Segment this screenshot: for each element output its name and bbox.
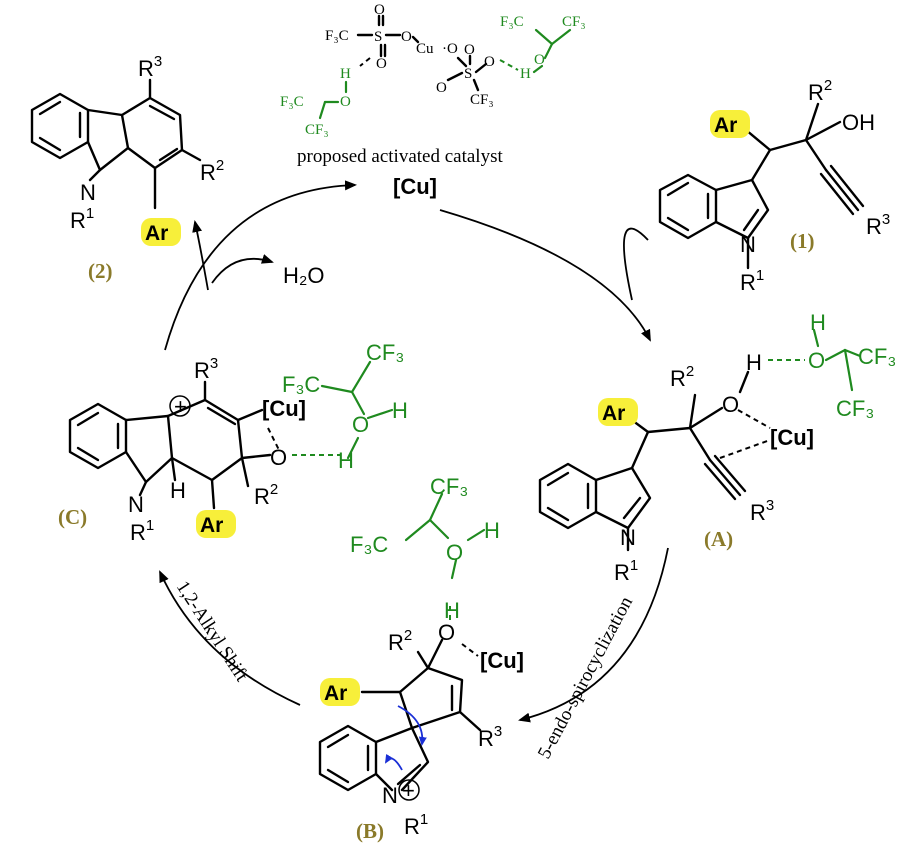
svg-text:N: N	[620, 525, 636, 550]
svg-text:CF₃: CF₃	[470, 92, 494, 108]
label-C: (C)	[58, 505, 87, 529]
svg-text:O: O	[808, 348, 825, 373]
svg-text:R3: R3	[478, 723, 502, 751]
label-B: (B)	[356, 819, 384, 843]
svg-text:[Cu]: [Cu]	[480, 648, 524, 673]
arrow-catalyst-to-A	[439, 209, 651, 342]
svg-text:F₃C: F₃C	[280, 94, 304, 110]
intermediate-C: + R3 [Cu] O H R2 H N R1 Ar (C) O H F₃C C…	[58, 340, 408, 545]
svg-text:O: O	[436, 80, 447, 96]
arrow-water-release	[211, 254, 274, 284]
svg-text:H: H	[170, 478, 186, 503]
arrow-A-to-B	[518, 547, 669, 723]
svg-text:H: H	[392, 398, 408, 423]
aryl-highlight	[141, 218, 181, 246]
electron-arrow-1	[397, 705, 427, 746]
svg-text:O: O	[401, 29, 412, 45]
svg-text:R1: R1	[130, 517, 154, 545]
arrow-B-to-C	[159, 570, 301, 706]
svg-text:CF₃: CF₃	[562, 14, 586, 30]
svg-text:R3: R3	[866, 211, 890, 239]
svg-text:O: O	[534, 52, 545, 68]
svg-text:Ar: Ar	[324, 682, 347, 705]
svg-text:F₃C: F₃C	[350, 532, 388, 557]
svg-text:O: O	[484, 54, 495, 70]
svg-text:R1: R1	[614, 557, 638, 585]
alkyl-shift-label: 1,2-Alkyl Shift	[172, 577, 253, 686]
catalyst-caption: proposed activated catalyst	[297, 146, 503, 167]
svg-text:O: O	[374, 2, 385, 18]
svg-text:R2: R2	[808, 77, 832, 105]
electron-arrow-2	[384, 753, 403, 771]
spirocyclization-label: 5-endo-spirocyclization	[534, 593, 637, 763]
svg-text:H: H	[810, 310, 826, 335]
water-byproduct: H₂O	[283, 263, 325, 288]
svg-text:R2: R2	[200, 157, 224, 185]
svg-text:R2: R2	[388, 627, 412, 655]
svg-text:R1: R1	[740, 267, 764, 295]
svg-text:O: O	[340, 94, 351, 110]
svg-text:Ar: Ar	[714, 114, 737, 137]
svg-text:N: N	[740, 232, 756, 257]
svg-text:F₃C: F₃C	[500, 14, 524, 30]
activated-catalyst: F₃C S O O O Cu ·O S O O CF₃ O H O F₃C CF…	[280, 2, 586, 199]
svg-text:S: S	[374, 29, 382, 45]
svg-text:O: O	[446, 540, 463, 565]
svg-text:CF₃: CF₃	[836, 396, 874, 421]
substrate-1: Ar R2 OH R3 N R1 (1)	[658, 77, 890, 295]
svg-text:N: N	[80, 180, 96, 205]
svg-text:N: N	[382, 783, 398, 808]
svg-text:H: H	[444, 598, 460, 623]
svg-text:O: O	[352, 412, 369, 437]
label-1: (1)	[790, 229, 815, 253]
svg-text:·O: ·O	[442, 41, 458, 57]
intermediate-A: Ar R2 O H [Cu] R3 N R1 (A) O H CF₃ CF₃	[538, 310, 896, 585]
svg-text:O: O	[464, 42, 475, 58]
svg-text:R3: R3	[750, 497, 774, 525]
svg-text:Ar: Ar	[200, 514, 223, 537]
svg-text:F₃C: F₃C	[282, 372, 320, 397]
svg-text:CF₃: CF₃	[305, 122, 329, 138]
svg-text:R1: R1	[70, 205, 94, 233]
arrow-to-product	[192, 220, 209, 291]
svg-text:CF₃: CF₃	[858, 344, 896, 369]
svg-text:OH: OH	[842, 110, 875, 135]
svg-text:CF₃: CF₃	[366, 340, 404, 365]
intermediate-B: R2 O H [Cu] R3 N + R1 Ar (B) O H F₃C CF₃	[318, 474, 524, 843]
svg-text:R2: R2	[670, 363, 694, 391]
svg-text:Ar: Ar	[145, 222, 168, 245]
svg-text:R3: R3	[138, 53, 162, 81]
label-A: (A)	[704, 527, 733, 551]
svg-text:+: +	[402, 778, 415, 803]
svg-text:O: O	[722, 392, 739, 417]
svg-text:H: H	[340, 66, 351, 82]
label-2: (2)	[88, 259, 113, 283]
svg-text:R2: R2	[254, 481, 278, 509]
svg-text:O: O	[438, 620, 455, 645]
copper-center: Cu	[416, 41, 434, 57]
arrow-C-to-catalyst	[164, 180, 357, 351]
svg-text:O: O	[376, 56, 387, 72]
svg-text:R3: R3	[194, 355, 218, 383]
cycle-arrows	[159, 180, 669, 723]
catalyst-cu-label: [Cu]	[393, 174, 437, 199]
svg-text:S: S	[464, 66, 472, 82]
svg-text:Ar: Ar	[602, 402, 625, 425]
svg-text:O: O	[270, 445, 287, 470]
svg-text:[Cu]: [Cu]	[262, 396, 306, 421]
product-2: R3 R2 N R1 Ar (2)	[30, 53, 224, 283]
svg-text:H: H	[746, 350, 762, 375]
svg-text:H: H	[520, 66, 531, 82]
triflate-f3c: F₃C	[325, 28, 349, 44]
svg-text:[Cu]: [Cu]	[770, 425, 814, 450]
svg-text:N: N	[128, 492, 144, 517]
svg-text:R1: R1	[404, 811, 428, 839]
svg-text:+: +	[174, 394, 187, 419]
svg-text:H: H	[484, 518, 500, 543]
svg-text:CF₃: CF₃	[430, 474, 468, 499]
arrow-substrate-entry	[623, 227, 649, 301]
